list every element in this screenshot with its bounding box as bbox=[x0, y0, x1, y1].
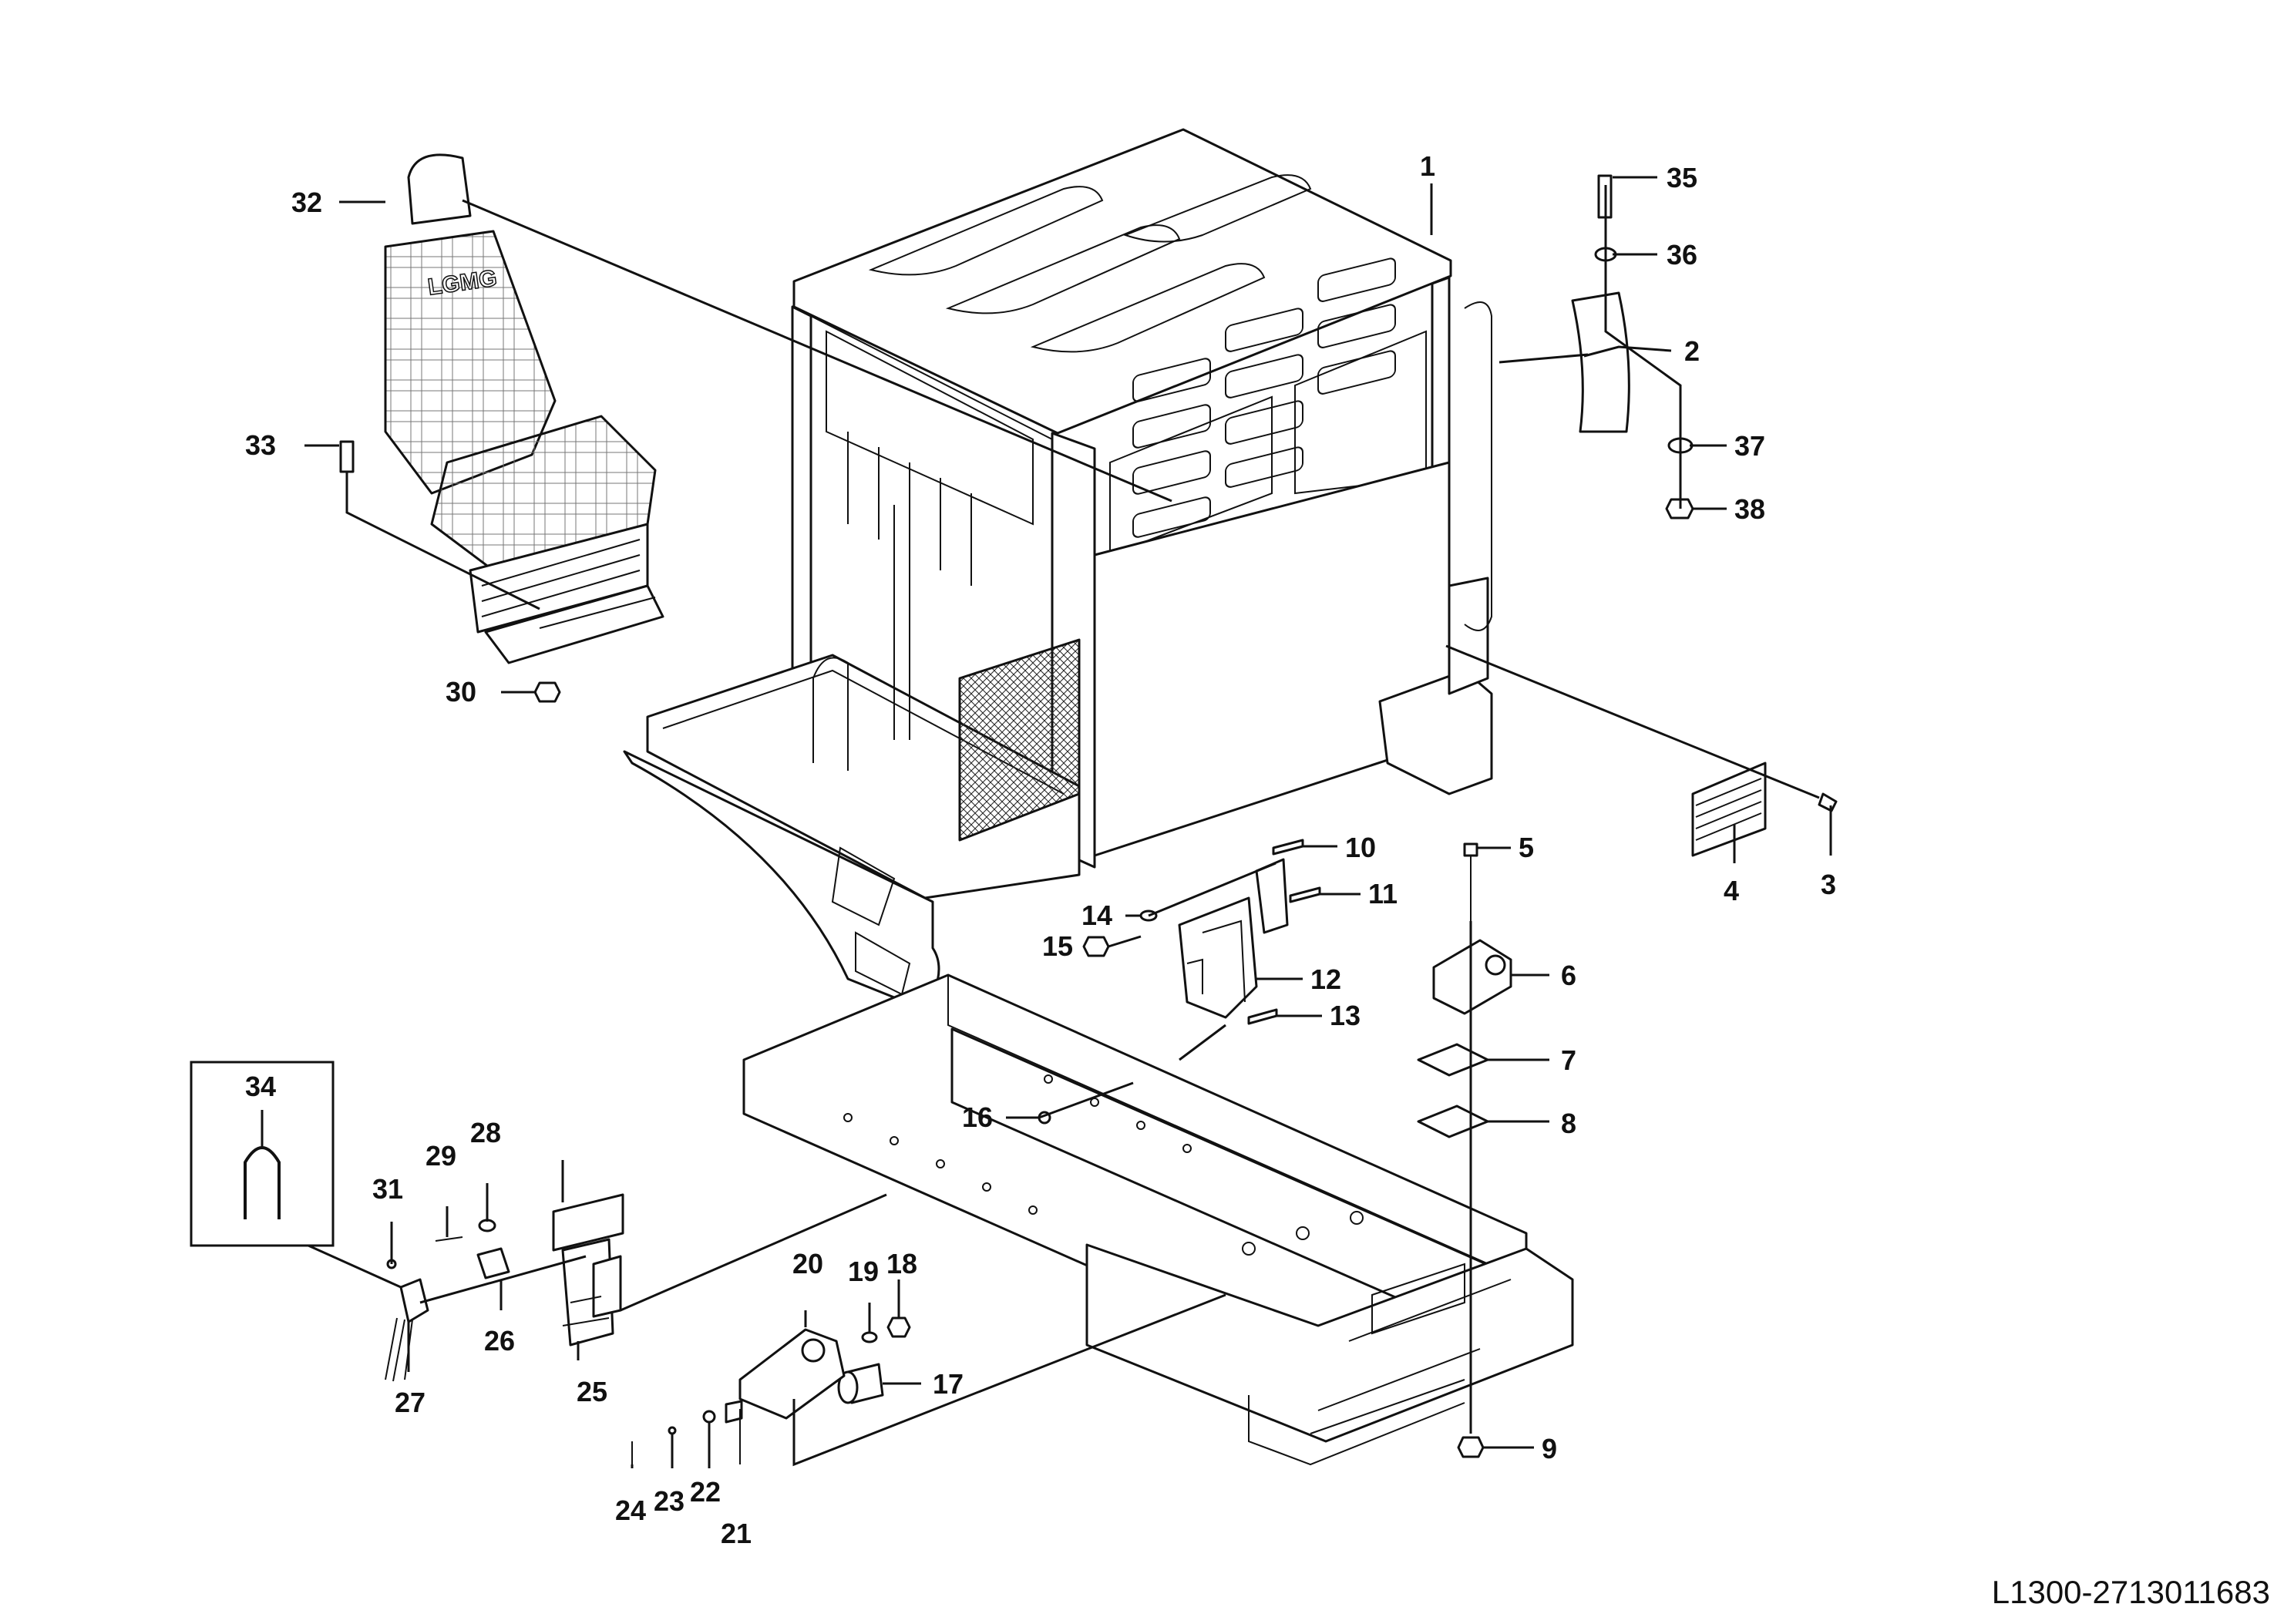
callout-36: 36 bbox=[1667, 239, 1697, 271]
callout-11: 11 bbox=[1368, 878, 1398, 910]
callout-38: 38 bbox=[1734, 493, 1765, 525]
callout-24: 24 bbox=[615, 1495, 646, 1526]
chassis-frame bbox=[742, 973, 1574, 1466]
callout-7: 7 bbox=[1561, 1044, 1576, 1076]
callout-29: 29 bbox=[426, 1140, 456, 1172]
callout-33: 33 bbox=[245, 429, 276, 461]
callout-25: 25 bbox=[577, 1376, 607, 1407]
callout-14: 14 bbox=[1081, 899, 1112, 931]
inset-frame bbox=[190, 1061, 335, 1247]
callout-10: 10 bbox=[1345, 832, 1376, 863]
callout-27: 27 bbox=[395, 1387, 426, 1418]
callout-37: 37 bbox=[1734, 430, 1765, 462]
callout-26: 26 bbox=[484, 1325, 515, 1357]
callout-12: 12 bbox=[1310, 963, 1341, 995]
callout-17: 17 bbox=[933, 1368, 964, 1400]
callout-22: 22 bbox=[690, 1476, 721, 1508]
callout-35: 35 bbox=[1667, 162, 1697, 193]
rear-grille-slots bbox=[1132, 257, 1396, 538]
callout-15: 15 bbox=[1042, 930, 1073, 962]
callout-9: 9 bbox=[1542, 1433, 1557, 1464]
callout-16: 16 bbox=[962, 1101, 993, 1133]
cab-assembly bbox=[623, 128, 1493, 1011]
callout-8: 8 bbox=[1561, 1108, 1576, 1139]
callout-32: 32 bbox=[291, 187, 322, 218]
frame-holes bbox=[843, 1074, 1364, 1256]
leader-lines bbox=[190, 176, 1832, 1468]
drawing-code: L1300-2713011683 bbox=[1992, 1574, 2270, 1610]
callout-6: 6 bbox=[1561, 960, 1576, 991]
callout-2: 2 bbox=[1684, 335, 1700, 367]
callout-13: 13 bbox=[1330, 1000, 1361, 1031]
roof-panels bbox=[868, 174, 1312, 353]
callout-5: 5 bbox=[1519, 832, 1534, 863]
callout-30: 30 bbox=[446, 676, 476, 708]
callout-labels: 1 2 3 4 5 6 7 8 9 10 11 12 13 14 15 16 1… bbox=[245, 150, 1836, 1549]
callout-28: 28 bbox=[470, 1117, 501, 1148]
callout-30-placeholder: 31 bbox=[372, 1173, 403, 1205]
callout-18: 18 bbox=[886, 1248, 917, 1279]
operator-seat: LGMG bbox=[384, 153, 664, 664]
callout-1: 1 bbox=[1420, 150, 1435, 182]
callout-20: 20 bbox=[792, 1248, 823, 1279]
callout-19: 19 bbox=[848, 1256, 879, 1287]
callout-4: 4 bbox=[1724, 875, 1739, 906]
callout-21: 21 bbox=[721, 1518, 752, 1549]
callout-23: 23 bbox=[654, 1485, 684, 1517]
callout-3: 3 bbox=[1821, 869, 1836, 900]
callout-34: 34 bbox=[245, 1071, 276, 1102]
